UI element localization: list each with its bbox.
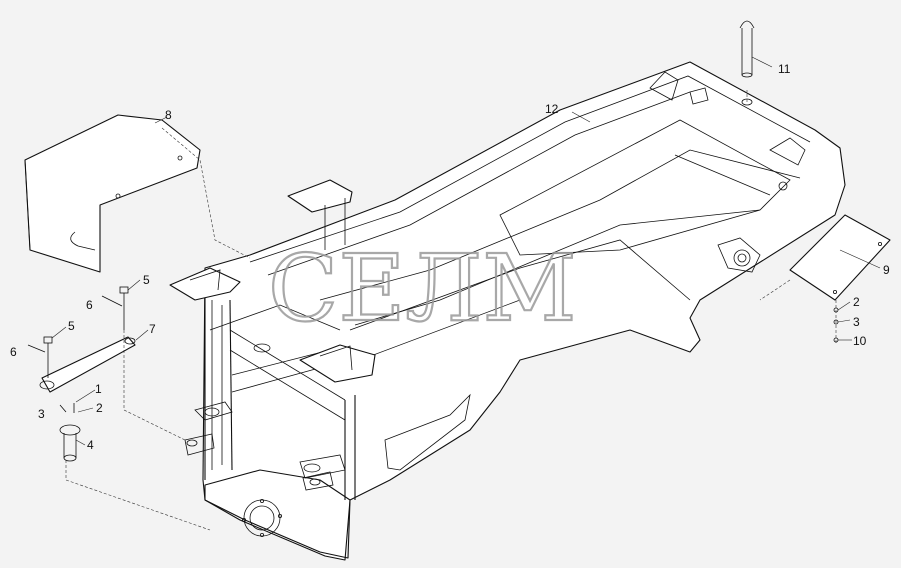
callout-3-right: 3 [853, 315, 860, 329]
main-frame [169, 61, 846, 561]
part-7-lever [39, 336, 136, 393]
leader-lines [51, 56, 881, 446]
callout-10: 10 [853, 334, 867, 348]
callout-5-upper: 5 [143, 273, 150, 287]
assembly-lines [65, 90, 837, 531]
callout-4: 4 [87, 438, 94, 452]
part-8-cover [24, 114, 201, 273]
callout-2-left: 2 [96, 401, 103, 415]
hardware [27, 286, 839, 462]
callout-12: 12 [545, 102, 559, 116]
callout-9: 9 [883, 263, 890, 277]
callout-numbers: 8 12 11 9 2 3 10 5 6 7 5 6 1 2 3 4 [10, 62, 890, 452]
callout-3-left: 3 [38, 407, 45, 421]
callout-6-upper: 6 [86, 298, 93, 312]
watermark: СЕЛМ [268, 235, 577, 342]
callout-2-right: 2 [853, 295, 860, 309]
part-9-plate [789, 214, 891, 301]
callout-5-lower: 5 [68, 319, 75, 333]
part-11-pin [739, 20, 755, 106]
callout-7: 7 [149, 322, 156, 336]
callout-6-lower: 6 [10, 345, 17, 359]
callout-8: 8 [165, 108, 172, 122]
callout-1: 1 [95, 382, 102, 396]
callout-11: 11 [778, 62, 791, 76]
